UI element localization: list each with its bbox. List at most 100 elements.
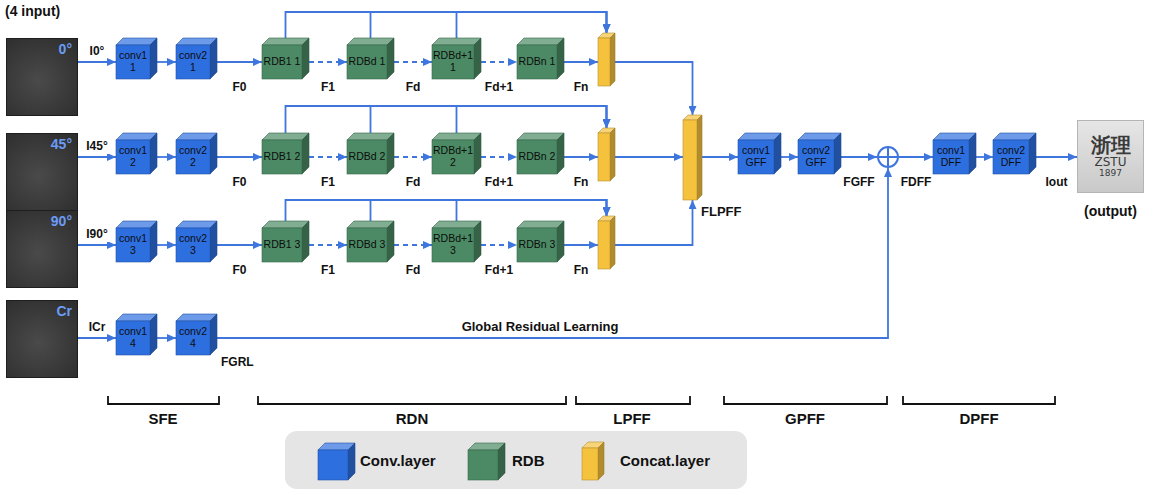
connector <box>394 61 432 63</box>
cube-front <box>598 133 610 181</box>
cube-top <box>432 38 481 45</box>
cube-side <box>150 38 157 79</box>
rdb-block: RDBn 1 <box>517 38 564 79</box>
layer-name: RDB1 3 <box>263 239 301 251</box>
section-bracket <box>724 396 887 404</box>
cube-side <box>210 38 217 79</box>
edge-label: Fn <box>572 176 591 190</box>
cube-label-area: RDBd+1 2 <box>432 140 474 174</box>
cube-label-area: RDBd+1 1 <box>432 45 474 79</box>
cube-front <box>116 140 150 174</box>
edge-label: F1 <box>319 81 337 95</box>
cube-label-area: RDBd 1 <box>347 45 387 79</box>
connector <box>394 156 432 158</box>
connector <box>157 244 176 246</box>
edge-label: Global Residual Learning <box>460 320 621 335</box>
connector <box>371 200 607 221</box>
connector <box>615 200 693 245</box>
layer-name: conv1 3 <box>117 233 149 256</box>
legend-swatch <box>318 443 355 480</box>
conv-layer: conv1 DFF <box>933 133 976 174</box>
cube-front <box>683 120 697 200</box>
concat-layer <box>598 128 615 181</box>
edge-label: I0° <box>88 45 107 59</box>
cube-top <box>347 133 394 140</box>
cube-top <box>262 133 309 140</box>
conv-layer: conv1 2 <box>116 133 157 174</box>
conv-layer: conv2 GFF <box>798 133 841 174</box>
concat-layer <box>598 33 615 86</box>
cube-front <box>176 45 210 79</box>
cube-side <box>1029 133 1036 174</box>
edge-label: F0 <box>230 264 248 278</box>
layer-name: RDBd 3 <box>348 239 386 251</box>
connector <box>78 244 116 246</box>
connector <box>481 156 517 158</box>
connector <box>564 61 598 63</box>
layer-name: conv1 1 <box>117 50 149 73</box>
connector <box>615 62 693 115</box>
cube-front <box>347 140 387 174</box>
edge-label: Fd <box>404 264 423 278</box>
cube-front <box>116 321 150 355</box>
cube-label-area: RDBn 2 <box>517 140 557 174</box>
layer-name: conv2 2 <box>177 145 209 168</box>
cube-side <box>150 133 157 174</box>
angle-label: Cr <box>7 301 77 319</box>
cube-top <box>798 133 841 140</box>
output-image: 浙理ZSTU1897 <box>1077 120 1144 193</box>
input-image: 90° <box>6 210 78 288</box>
cube-top <box>347 221 394 228</box>
cube-top <box>738 133 781 140</box>
input-image: 45° <box>6 133 78 211</box>
layer-name: conv2 GFF <box>799 145 833 168</box>
cube-label-area: conv1 DFF <box>933 140 969 174</box>
connector <box>976 156 993 158</box>
connector <box>217 244 262 246</box>
rdb-block: RDBd+1 2 <box>432 133 481 174</box>
edge-label: ICr <box>87 321 108 335</box>
cube-side <box>474 38 481 79</box>
connector <box>217 156 262 158</box>
edge-label: FDFF <box>899 176 934 190</box>
rdb-block: RDBd+1 3 <box>432 221 481 262</box>
cube-side <box>302 38 309 79</box>
cube-side <box>302 221 309 262</box>
cube-front <box>176 321 210 355</box>
legend-text: RDB <box>512 452 545 469</box>
edge-label: I45° <box>84 140 109 154</box>
connector <box>781 156 798 158</box>
connector <box>394 244 432 246</box>
image-text: 浙理 <box>1091 134 1131 156</box>
cube-side <box>969 133 976 174</box>
cube-top <box>262 221 309 228</box>
cube-front <box>738 140 774 174</box>
cube-label-area: conv2 4 <box>176 321 210 355</box>
connector <box>481 61 517 63</box>
cube-label-area: RDB1 1 <box>262 45 302 79</box>
cube-side <box>150 314 157 355</box>
cube-shape <box>598 33 615 86</box>
legend-swatch <box>468 443 505 480</box>
layer-name: RDBn 1 <box>518 56 556 68</box>
cube-label-area: conv2 DFF <box>993 140 1029 174</box>
rdb-block: RDBn 2 <box>517 133 564 174</box>
cube-top <box>517 38 564 45</box>
cube-label-area: conv2 1 <box>176 45 210 79</box>
cube-front <box>432 228 474 262</box>
cube-label-area <box>683 120 697 200</box>
concat-layer <box>598 216 615 269</box>
edge-label: FGFF <box>841 176 876 190</box>
cube-front <box>582 448 598 480</box>
cube-front <box>347 228 387 262</box>
cube-side <box>557 133 564 174</box>
cube-side <box>150 221 157 262</box>
connector <box>615 156 683 158</box>
cube-front <box>262 45 302 79</box>
connector <box>286 106 607 133</box>
conv-layer: conv2 2 <box>176 133 217 174</box>
edge-label: Fn <box>572 81 591 95</box>
cube-front <box>517 45 557 79</box>
cube-front <box>517 228 557 262</box>
conv-layer: conv1 3 <box>116 221 157 262</box>
